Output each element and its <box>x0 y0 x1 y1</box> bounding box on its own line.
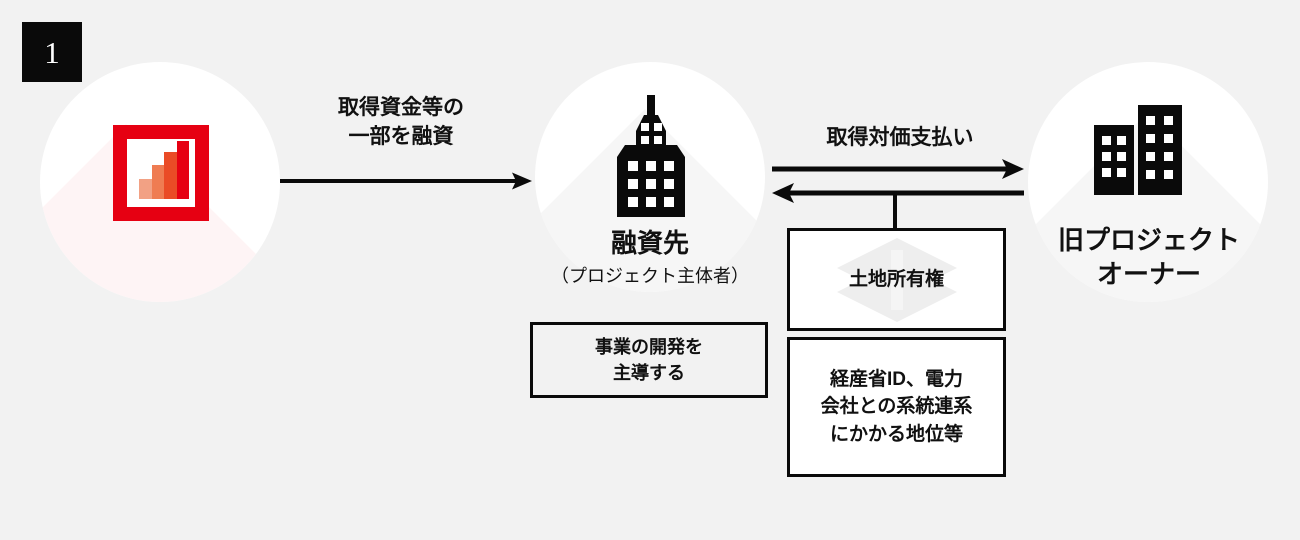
development-lead-text: 事業の開発を 主導する <box>595 336 703 383</box>
payment-arrow <box>772 159 1024 179</box>
transfer-arrow <box>772 183 1024 203</box>
node-borrower-disc <box>535 62 765 292</box>
grid-status-text: 経産省ID、電力 会社との系統連系 にかかる地位等 <box>820 368 973 445</box>
land-plot-icon <box>836 237 957 322</box>
two-buildings-icon <box>1094 105 1182 195</box>
node-former-owner-disc <box>1028 62 1268 302</box>
bar-chart-bars <box>139 141 189 199</box>
tower-building-icon <box>617 95 685 217</box>
bar-chart-icon <box>113 125 209 221</box>
transfer-branch-connector <box>893 193 897 231</box>
node-borrower-title: 融資先 <box>610 228 689 258</box>
loan-arrow-label: 取得資金等の 一部を融資 <box>338 96 464 148</box>
payment-arrow-label: 取得対価支払い <box>826 126 974 149</box>
node-lender-disc <box>40 62 280 302</box>
node-former-owner-title: 旧プロジェクト オーナー <box>1057 225 1240 290</box>
loan-arrow <box>280 172 532 190</box>
grid-status-box: 経産省ID、電力 会社との系統連系 にかかる地位等 <box>787 337 1006 477</box>
land-ownership-box: 土地所有権 <box>787 228 1006 331</box>
land-ownership-text: 土地所有権 <box>848 268 944 290</box>
step-number-badge: 1 <box>22 22 82 82</box>
development-lead-box: 事業の開発を 主導する <box>530 322 768 398</box>
node-borrower-subtitle: （プロジェクト主体者） <box>551 266 749 286</box>
